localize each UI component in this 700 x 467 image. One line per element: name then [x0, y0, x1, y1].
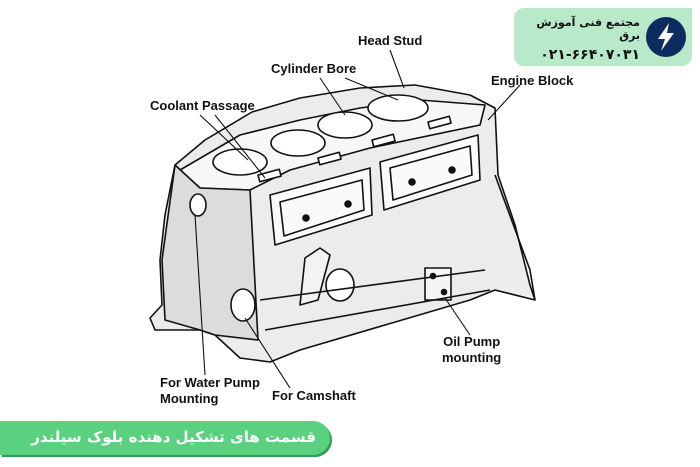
leader-cylinder-bore-a	[319, 77, 346, 116]
coolant-slot-1	[257, 168, 282, 183]
flange	[494, 174, 536, 301]
label-head-stud: Head Stud	[358, 33, 423, 48]
leader-oil-pump	[444, 297, 471, 336]
side-panel-1-inner	[279, 179, 365, 237]
leader-head-stud	[389, 49, 405, 89]
cylinder-bore-3	[317, 111, 373, 139]
skirt-line	[259, 269, 486, 301]
water-pump-bore	[189, 193, 207, 217]
side-panel-2-inner	[389, 145, 473, 201]
brand-phone: ۰۲۱-۶۶۴۰۷۰۳۱	[540, 47, 640, 63]
coolant-slot-4	[427, 115, 452, 130]
label-engine-block: Engine Block	[491, 73, 574, 88]
label-cylinder-bore: Cylinder Bore	[271, 61, 357, 76]
leader-coolant-a	[199, 114, 249, 161]
coolant-slot-2	[317, 151, 342, 166]
label-oil-pump-mounting: Oil Pump mounting	[442, 334, 502, 365]
camshaft-bore	[230, 288, 256, 322]
coolant-slot-3	[371, 133, 396, 148]
leader-water-pump	[194, 214, 206, 376]
side-panel-1	[269, 167, 373, 246]
leader-coolant-b	[214, 114, 266, 179]
oil-pump-pad	[424, 267, 452, 301]
cylinder-bore-4	[367, 94, 429, 122]
skirt-line-2	[264, 289, 491, 331]
side-panel-2	[379, 134, 481, 211]
distributor-tube	[299, 247, 331, 306]
banner-title: قسمت های تشکیل دهنده بلوک سیلندر	[31, 428, 316, 446]
leader-camshaft	[244, 317, 291, 389]
cylinder-bore-2	[270, 129, 326, 157]
oil-filter-boss	[325, 268, 355, 302]
leader-cylinder-bore-b	[344, 77, 399, 101]
label-coolant-passage: Coolant Passage	[150, 98, 255, 113]
brand-badge: مجتمع فنی آموزش برق ۰۲۱-۶۶۴۰۷۰۳۱	[514, 8, 692, 66]
cylinder-bore-1	[212, 148, 268, 176]
label-water-pump-mounting: For Water Pump Mounting	[160, 375, 260, 406]
brand-name: مجتمع فنی آموزش برق	[536, 16, 640, 42]
leader-engine-block	[487, 84, 521, 121]
title-banner: قسمت های تشکیل دهنده بلوک سیلندر	[0, 421, 330, 455]
label-camshaft: For Camshaft	[272, 388, 356, 403]
lightning-bolt-logo-icon	[646, 17, 686, 57]
